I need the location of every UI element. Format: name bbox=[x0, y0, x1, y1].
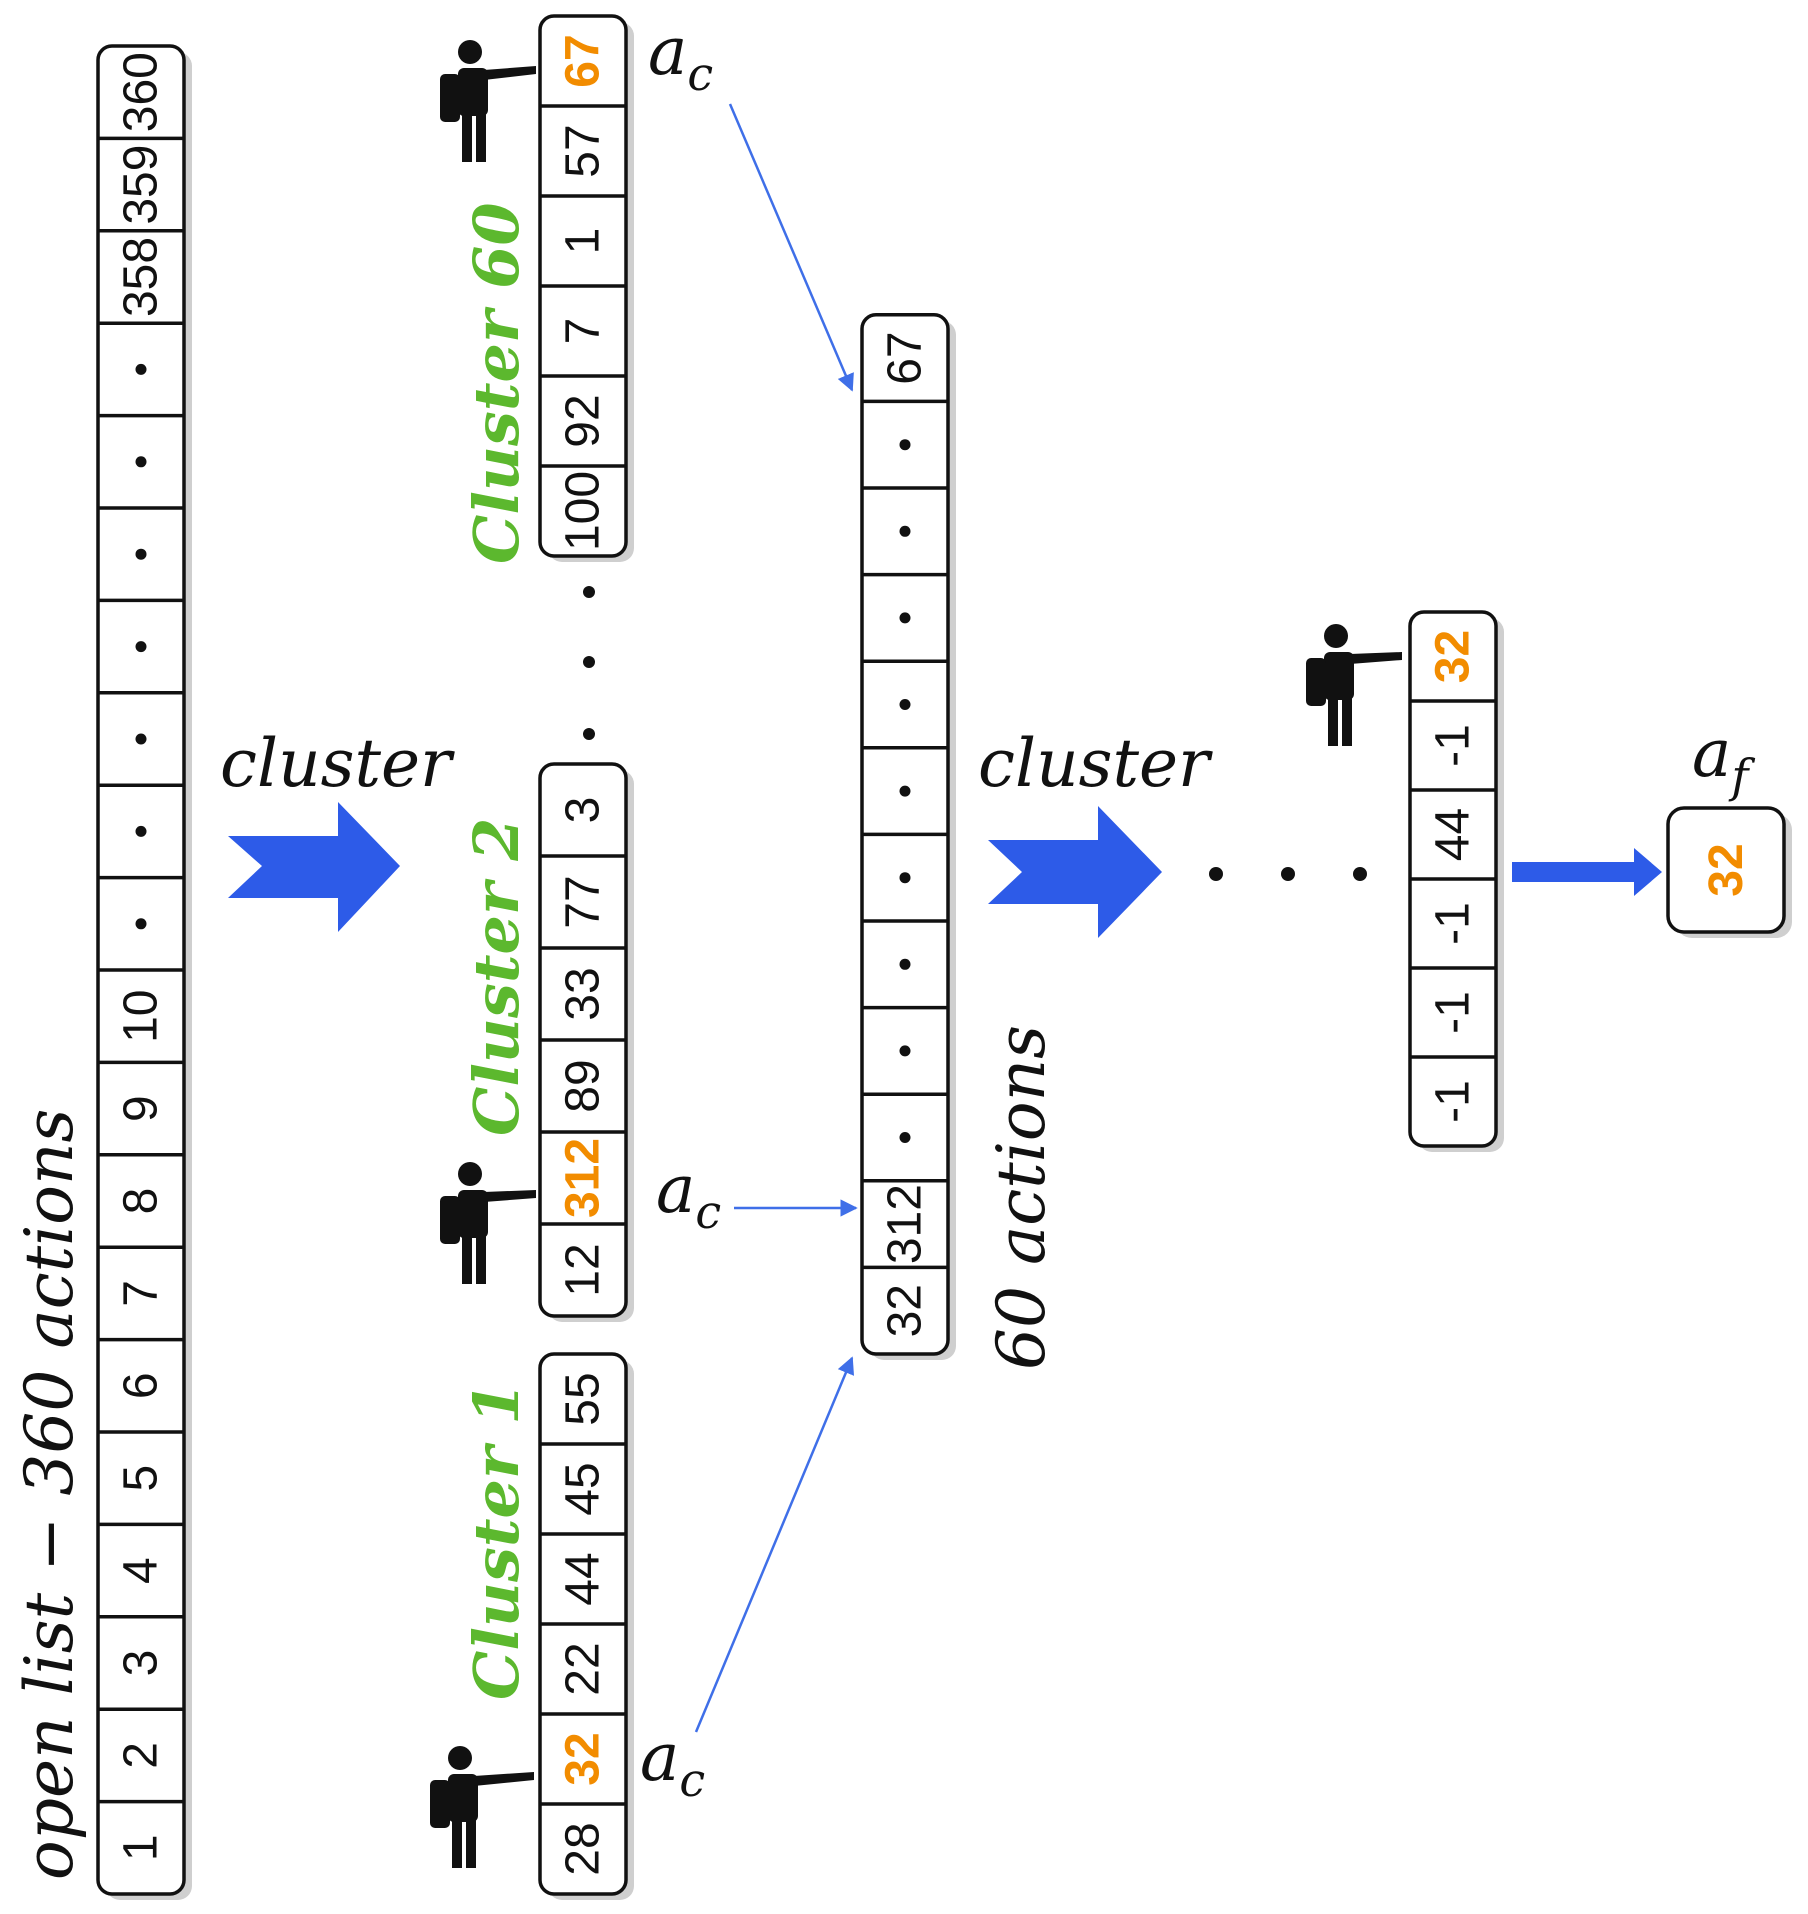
cluster-2: 12 312 89 33 77 3 bbox=[538, 762, 634, 1322]
open-list-cell: 358 bbox=[115, 237, 168, 317]
cluster-2-cell: 77 bbox=[557, 875, 610, 928]
middle-list-cell: 32 bbox=[879, 1284, 932, 1337]
cluster-1-label: Cluster 1 bbox=[460, 1382, 533, 1700]
middle-list-label: 60 actions bbox=[983, 1025, 1060, 1370]
open-list-cell: 359 bbox=[115, 145, 168, 225]
open-list-cell: 6 bbox=[115, 1372, 168, 1399]
middle-list-ellipsis-dot bbox=[899, 1132, 911, 1143]
middle-list-ellipsis-dot bbox=[899, 958, 911, 970]
pointing-person-icon bbox=[430, 1746, 534, 1868]
final-cluster-cell: -1 bbox=[1427, 724, 1480, 767]
open-list-cell: 360 bbox=[115, 52, 168, 132]
arrow-cluster-60-to-list bbox=[728, 103, 854, 392]
cluster-1-cell: 32 bbox=[557, 1732, 610, 1785]
right-block-arrow-icon bbox=[228, 802, 400, 932]
cluster-60-cell: 7 bbox=[557, 318, 610, 345]
svg-text:ac: ac bbox=[640, 1719, 705, 1807]
cluster-1-cell: 44 bbox=[557, 1552, 610, 1605]
cluster-60: 100 92 7 1 57 67 bbox=[538, 14, 634, 562]
cluster-60-cell: 57 bbox=[557, 124, 610, 177]
pointing-person-icon bbox=[440, 1162, 536, 1284]
pointer-label-cluster-1: ac bbox=[640, 1719, 705, 1807]
middle-list-ellipsis-dot bbox=[899, 872, 911, 884]
open-list-cell: 3 bbox=[115, 1650, 168, 1677]
right-block-arrow-icon bbox=[988, 806, 1162, 938]
pointer-label-cluster-2: ac bbox=[656, 1151, 721, 1239]
cluster-60-cell: 100 bbox=[557, 471, 610, 551]
open-list-cell: 7 bbox=[115, 1280, 168, 1307]
middle-list-ellipsis-dot bbox=[899, 612, 911, 624]
middle-list-ellipsis-dot bbox=[899, 699, 911, 710]
open-list: 1 2 3 4 5 6 7 8 9 10 358 359 360 bbox=[96, 44, 192, 1900]
cluster-2-cell: 3 bbox=[557, 797, 610, 824]
cluster-1-cell: 55 bbox=[557, 1372, 610, 1425]
cluster-2-cell: 312 bbox=[557, 1138, 610, 1218]
ellipsis-dot bbox=[1209, 867, 1223, 881]
final-cluster-cell: -1 bbox=[1427, 991, 1480, 1034]
open-list-ellipsis-dot bbox=[135, 918, 147, 930]
cluster-60-cell: 67 bbox=[557, 34, 610, 87]
final-cluster-cell: -1 bbox=[1427, 902, 1480, 945]
middle-list: 32 312 67 bbox=[860, 313, 956, 1360]
open-list-cell: 5 bbox=[115, 1465, 168, 1492]
open-list-ellipsis-dot bbox=[135, 548, 147, 560]
cluster-60-cell: 92 bbox=[557, 394, 610, 447]
cluster-step2-label: cluster bbox=[978, 725, 1213, 802]
final-cluster-cell: 44 bbox=[1427, 808, 1480, 861]
ellipsis-dot bbox=[583, 728, 595, 740]
middle-list-ellipsis-dot bbox=[899, 439, 911, 451]
ellipsis-dot bbox=[583, 656, 595, 668]
cluster-2-cell: 12 bbox=[557, 1243, 610, 1296]
right-block-arrow-icon bbox=[1512, 848, 1662, 896]
cluster-1: 28 32 22 44 45 55 bbox=[538, 1352, 634, 1900]
ellipsis-dot bbox=[583, 586, 595, 598]
ellipsis-dot bbox=[1281, 867, 1295, 881]
cluster-step1-label: cluster bbox=[220, 725, 455, 802]
final-action-value: 32 bbox=[1700, 843, 1753, 896]
final-cluster-cell: -1 bbox=[1427, 1080, 1480, 1123]
middle-list-ellipsis-dot bbox=[899, 525, 911, 537]
open-list-ellipsis-dot bbox=[135, 456, 147, 468]
pointer-label-cluster-60: ac bbox=[648, 13, 713, 101]
cluster-60-label: Cluster 60 bbox=[460, 203, 533, 565]
open-list-cell: 9 bbox=[115, 1095, 168, 1122]
middle-list-ellipsis-dot bbox=[899, 785, 911, 797]
middle-list-cell: 67 bbox=[879, 331, 932, 384]
open-list-cell: 8 bbox=[115, 1188, 168, 1215]
open-list-label: open list − 360 actions bbox=[11, 1109, 88, 1880]
cluster-2-cell: 89 bbox=[557, 1059, 610, 1112]
cluster-1-cell: 22 bbox=[557, 1642, 610, 1695]
cluster-2-cell: 33 bbox=[557, 967, 610, 1020]
open-list-ellipsis-dot bbox=[135, 641, 147, 653]
open-list-ellipsis-dot bbox=[135, 733, 147, 745]
final-cluster-cell: 32 bbox=[1427, 630, 1480, 683]
cluster-60-cell: 1 bbox=[557, 228, 610, 255]
open-list-cell: 1 bbox=[115, 1834, 168, 1861]
svg-text:ac: ac bbox=[656, 1151, 721, 1239]
final-action-box bbox=[1666, 806, 1786, 934]
middle-list-ellipsis-dot bbox=[899, 1045, 911, 1057]
open-list-ellipsis-dot bbox=[135, 825, 147, 837]
pointing-person-icon bbox=[440, 40, 536, 162]
cluster-1-cell: 28 bbox=[557, 1822, 610, 1875]
open-list-cell: 10 bbox=[115, 990, 168, 1043]
open-list-cell: 2 bbox=[115, 1742, 168, 1769]
final-cluster: -1 -1 -1 44 -1 32 bbox=[1408, 610, 1504, 1152]
pointing-person-icon bbox=[1306, 624, 1402, 746]
svg-text:ac: ac bbox=[648, 13, 713, 101]
arrow-cluster-1-to-list bbox=[694, 1356, 855, 1733]
final-action-label: af bbox=[1692, 715, 1755, 803]
open-list-ellipsis-dot bbox=[135, 363, 147, 375]
open-list-cell: 4 bbox=[115, 1557, 168, 1584]
middle-list-cell: 312 bbox=[879, 1184, 932, 1264]
cluster-2-label: Cluster 2 bbox=[460, 818, 533, 1136]
cluster-1-cell: 45 bbox=[557, 1462, 610, 1515]
ellipsis-dot bbox=[1353, 867, 1367, 881]
